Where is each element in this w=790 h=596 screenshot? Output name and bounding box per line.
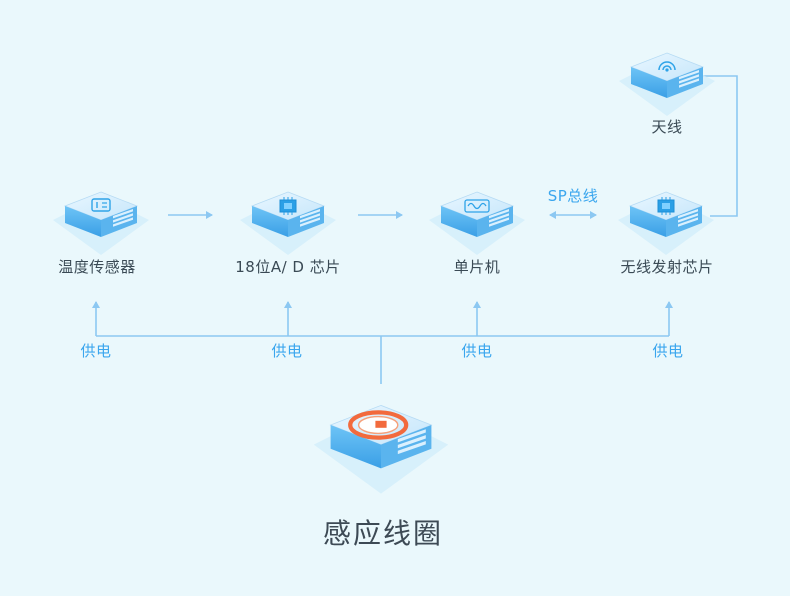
label-mcu: 单片机 — [453, 258, 501, 276]
chip-icon — [279, 197, 297, 215]
microcontroller-icon — [464, 199, 490, 213]
chip-icon — [657, 197, 675, 215]
device-wireless — [618, 191, 714, 255]
label-power-sensor: 供电 — [80, 342, 112, 360]
label-wireless: 无线发射芯片 — [620, 258, 714, 276]
thermometer-icon — [91, 198, 111, 212]
connectors — [92, 75, 738, 384]
label-sensor: 温度传感器 — [58, 258, 136, 276]
device-coil — [313, 404, 449, 494]
label-power-mcu: 供电 — [461, 342, 493, 360]
coil-icon — [348, 410, 409, 440]
label-adc: 18位A/ D 芯片 — [235, 258, 341, 276]
line-wireless-to-antenna — [700, 75, 738, 217]
label-power-adc: 供电 — [271, 342, 303, 360]
label-bus: SP总线 — [547, 187, 599, 205]
device-adc — [240, 191, 336, 255]
device-mcu — [429, 191, 525, 255]
label-power-wireless: 供电 — [652, 342, 684, 360]
label-coil: 感应线圈 — [322, 517, 444, 550]
signal-icon — [658, 61, 676, 72]
device-sensor — [53, 191, 149, 255]
label-antenna: 天线 — [651, 118, 683, 136]
device-antenna — [619, 52, 715, 116]
